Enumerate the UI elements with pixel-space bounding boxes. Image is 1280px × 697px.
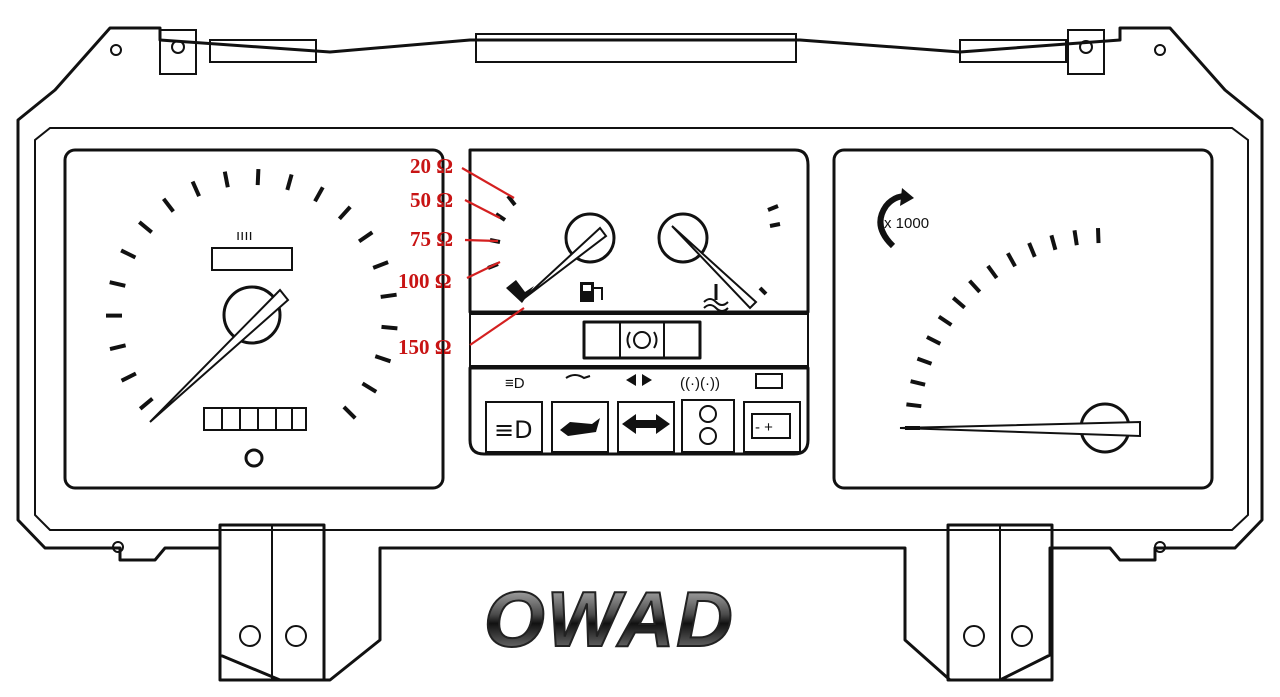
speedometer-tick xyxy=(138,397,154,411)
resistance-label-20: 20 Ω xyxy=(410,154,453,178)
svg-text:≡D: ≡D xyxy=(494,416,533,444)
turn-signal-icon xyxy=(617,374,675,453)
brake-warning-strip xyxy=(469,313,809,367)
speedometer-hub xyxy=(222,285,282,345)
speedometer-tick xyxy=(361,381,378,394)
speedometer-tick xyxy=(313,186,325,203)
temperature-gauge-needle xyxy=(671,225,758,310)
battery-icon: - + xyxy=(743,373,801,453)
tachometer-tick xyxy=(916,356,933,366)
resistance-label-75: 75 Ω xyxy=(410,227,453,251)
tachometer-tick xyxy=(968,279,982,294)
resistance-label-150: 150 Ω xyxy=(398,335,452,359)
tachometer-tick xyxy=(951,296,966,310)
tachometer-tick xyxy=(1096,228,1101,244)
speedometer-tick xyxy=(120,248,137,260)
resistance-leader-75 xyxy=(464,238,499,243)
oil-can-icon xyxy=(551,374,609,453)
speed-unit-scribble: ıııı xyxy=(236,227,253,244)
resistance-leader-150 xyxy=(469,307,525,346)
speedometer-tick xyxy=(337,205,352,221)
speedometer-tick xyxy=(138,220,153,234)
resistance-leader-50 xyxy=(464,199,501,219)
tachometer-tick xyxy=(910,379,926,387)
speedometer-needle xyxy=(149,288,290,423)
fuel-gauge-hub xyxy=(564,212,616,264)
speedometer-tick xyxy=(162,197,175,213)
tachometer-tick xyxy=(1006,252,1017,268)
fuel-pump-icon xyxy=(580,282,603,302)
headlight-icon: ≡D ≡D xyxy=(485,375,543,453)
tachometer-tick xyxy=(937,314,953,327)
tachometer-panel: x 1000 xyxy=(832,148,1214,490)
speedometer-tick xyxy=(190,180,201,198)
bottom-bracket-right xyxy=(946,523,1054,682)
top-mounting-tabs xyxy=(110,29,1166,553)
speedometer-panel: ıııı xyxy=(63,148,445,490)
warning-lamps-panel: ≡D ≡D ((·)(·)) - + xyxy=(468,366,810,456)
fuel-gauge-ticks xyxy=(487,194,517,270)
tachometer-tick xyxy=(1027,242,1037,258)
tachometer-needle xyxy=(899,420,1141,438)
brake-warning-icon xyxy=(626,331,658,349)
speedometer-tick xyxy=(372,260,389,270)
speedometer-tick xyxy=(380,292,397,299)
resistance-label-100: 100 Ω xyxy=(398,269,452,293)
cluster-housing xyxy=(16,26,1264,682)
dual-brake-icon: ((·)(·)) xyxy=(680,375,735,453)
speedometer-tick xyxy=(120,371,137,383)
temperature-gauge-ticks xyxy=(758,204,781,296)
speedometer-ticks xyxy=(106,169,398,420)
speedometer-tick xyxy=(381,324,398,331)
logo-text: OWAD xyxy=(484,575,735,663)
resistance-leader-100 xyxy=(466,261,501,279)
speedometer-tick xyxy=(285,173,294,191)
speedometer-tick xyxy=(374,354,392,364)
tachometer-ticks xyxy=(905,228,1101,430)
svg-text:≡D: ≡D xyxy=(505,375,525,392)
tachometer-tick xyxy=(1049,234,1058,251)
owad-logo: OWAD xyxy=(483,574,735,664)
trip-reset-knob xyxy=(244,448,264,468)
tachometer-tick xyxy=(986,264,999,280)
tachometer-tick xyxy=(906,402,922,409)
bottom-bracket-left xyxy=(218,523,326,682)
resistance-annotations: 20 Ω 50 Ω 75 Ω 100 Ω 150 Ω xyxy=(398,154,525,359)
tachometer-tick xyxy=(925,335,942,346)
tachometer-tick xyxy=(1072,229,1079,246)
fuel-gauge-needle xyxy=(521,226,608,301)
fuel-empty-mark xyxy=(506,280,534,303)
rotation-arrow-icon xyxy=(877,188,914,249)
speedometer-tick xyxy=(255,169,261,186)
speedometer-tick xyxy=(342,405,357,420)
coolant-temperature-icon xyxy=(703,284,729,312)
tach-multiplier-label: x 1000 xyxy=(884,215,929,232)
temperature-gauge-hub xyxy=(657,212,709,264)
svg-text:((·)(·)): ((·)(·)) xyxy=(680,375,720,392)
speedometer-tick xyxy=(109,343,127,352)
speedometer-tick xyxy=(357,230,374,244)
trip-display-window xyxy=(211,247,293,271)
speedometer-tick xyxy=(109,280,126,288)
odometer-display xyxy=(203,407,307,431)
resistance-leader-20 xyxy=(461,167,515,199)
svg-text:- +: - + xyxy=(755,419,773,436)
center-gauge-panel xyxy=(468,148,810,314)
resistance-label-50: 50 Ω xyxy=(410,188,453,212)
speedometer-tick xyxy=(222,171,230,188)
